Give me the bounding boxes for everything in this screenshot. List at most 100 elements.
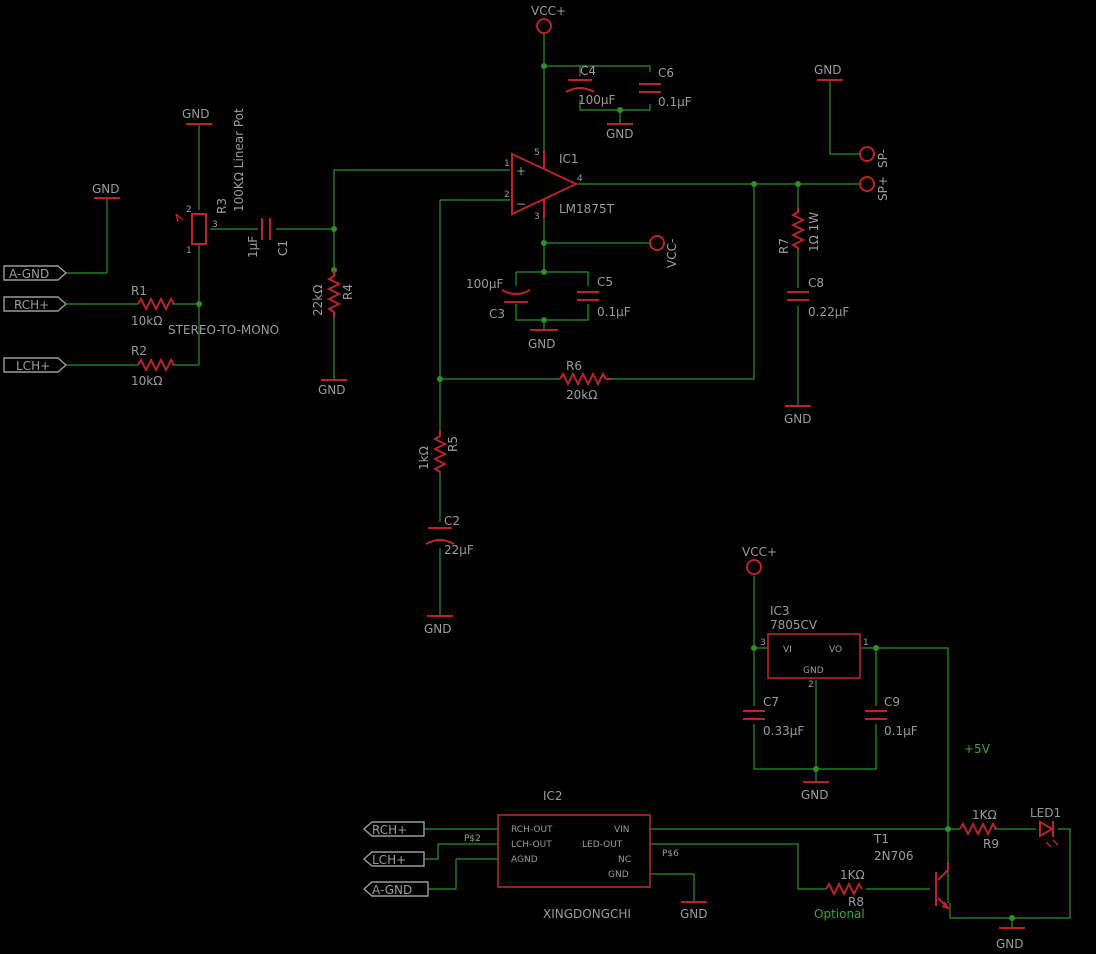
port-label: RCH+ [14,298,49,312]
resistor-r1: R1 10kΩ [131,284,175,328]
ic2-led-out: LED-OUT [582,840,623,850]
resistor-r2: R2 10kΩ [131,344,175,388]
vcc-plus-label: VCC+ [531,4,566,18]
ic2-nc: NC [618,855,631,865]
ic3-name: IC3 [770,604,790,618]
capacitor-c5: C5 0.1µF [577,275,631,319]
c8-value: 0.22µF [808,305,849,319]
vcc-minus-label: VCC- [665,239,679,268]
gnd-label: GND [801,788,829,802]
r7-name: R7 [777,238,791,254]
input-port-a-gnd: A-GND [3,265,68,281]
gnd-label: GND [528,337,556,351]
c9-name: C9 [884,695,900,709]
c6-value: 0.1µF [658,95,692,109]
r9-value: 1KΩ [972,808,997,822]
ground-labels: GND GND GND GND GND GND GND GND GND GND … [92,63,1024,951]
plus-5v-label: +5V [964,742,991,756]
c9-value: 0.1µF [884,724,918,738]
r8-name: R8 [848,895,864,909]
vcc-plus-regulator: VCC+ [742,545,777,575]
resistor-r5: 1kΩ R5 [417,430,460,473]
stereo-to-mono-label: STEREO-TO-MONO [168,323,279,337]
port-label: RCH+ [372,823,407,837]
optional-label: Optional [814,907,865,921]
ic3-gnd: GND [803,666,824,676]
c2-value: 22µF [444,543,474,557]
gnd-label: GND [606,127,634,141]
r2-name: R2 [131,344,147,358]
ic1-pin5: 5 [534,148,540,158]
r1-value: 10kΩ [131,314,162,328]
ic2-gnd: GND [608,870,629,880]
t1-name: T1 [873,832,889,846]
r7-value: 1Ω 1W [807,212,821,252]
capacitor-c7: C7 0.33µF [743,695,804,738]
r3-name: R3 [215,198,229,214]
r6-value: 20kΩ [566,388,597,402]
gnd-label: GND [784,412,812,426]
module-ic2: IC2 XINGDONGCHI RCH-OUT LCH-OUT AGND VIN… [464,789,679,921]
output-port-lch: LCH+ [362,851,425,867]
port-label: A-GND [9,267,49,281]
c7-value: 0.33µF [763,724,804,738]
ic3-pin3: 3 [760,638,766,648]
ic3-pin1: 1 [863,638,869,648]
r9-name: R9 [983,837,999,851]
ic1-plus: + [516,164,526,178]
ic3-part: 7805CV [770,618,818,632]
capacitor-c4: C4 100µF [565,64,616,107]
ic3-vo: VO [829,645,842,655]
r1-name: R1 [131,284,147,298]
r5-name: R5 [446,436,460,452]
opamp-ic1: + − 1 2 3 4 5 IC1 LM1875T [504,148,615,222]
c1-value: 1µF [246,236,260,258]
r4-value: 22kΩ [311,285,325,316]
junctions [196,63,1015,921]
c1-name: C1 [276,240,290,256]
resistor-r4: 22kΩ R4 [311,270,355,318]
wires [66,34,1071,928]
c4-value: 100µF [578,93,616,107]
gnd-label: GND [996,937,1024,951]
gnd-label: GND [92,182,120,196]
ic2-rch-out: RCH-OUT [511,825,553,835]
output-port-rch: RCH+ [362,821,425,837]
ps2-label: P$2 [464,834,481,844]
output-port-a-gnd: A-GND [362,881,429,897]
r3-value: 100KΩ Linear Pot [232,108,246,212]
c5-name: C5 [597,275,613,289]
ic1-pin4: 4 [577,174,583,184]
gnd-label: GND [680,907,708,921]
ic3-vi: VI [783,645,792,655]
ic1-name: IC1 [559,152,579,166]
gnd-label: GND [814,63,842,77]
resistor-r6: R6 20kΩ [559,359,612,402]
ic2-agnd: AGND [511,855,538,865]
c7-name: C7 [763,695,779,709]
speaker-terminal-plus: SP+ [859,176,890,201]
c2-name: C2 [444,514,460,528]
led-led1: LED1 [1030,806,1061,848]
capacitor-c6: C6 0.1µF [639,66,692,109]
potentiometer-r3: 2 1 3 R3 100KΩ Linear Pot [175,108,246,256]
r8-value: 1KΩ [840,868,865,882]
ic2-name: IC2 [543,789,563,803]
c3-name: C3 [489,307,505,321]
resistor-r8: 1KΩ R8 Optional [814,868,865,921]
t1-part: 2N706 [874,849,914,863]
r3-pin1: 1 [186,246,192,256]
regulator-ic3: IC3 7805CV VI VO GND 3 1 2 [760,604,869,690]
c3-value: 100µF [466,277,504,291]
r6-name: R6 [566,359,582,373]
r3-pin3: 3 [212,220,218,230]
ic1-pin3: 3 [534,212,540,222]
vcc-plus-reg-label: VCC+ [742,545,777,559]
ic2-vin: VIN [614,825,630,835]
ic1-pin2: 2 [504,190,510,200]
resistor-r9: 1KΩ R9 [959,808,999,851]
ic1-minus: − [516,197,526,211]
vcc-minus: VCC- [649,235,679,268]
capacitor-c8: C8 0.22µF [787,276,849,319]
capacitor-c1: 1µF C1 [246,218,290,258]
